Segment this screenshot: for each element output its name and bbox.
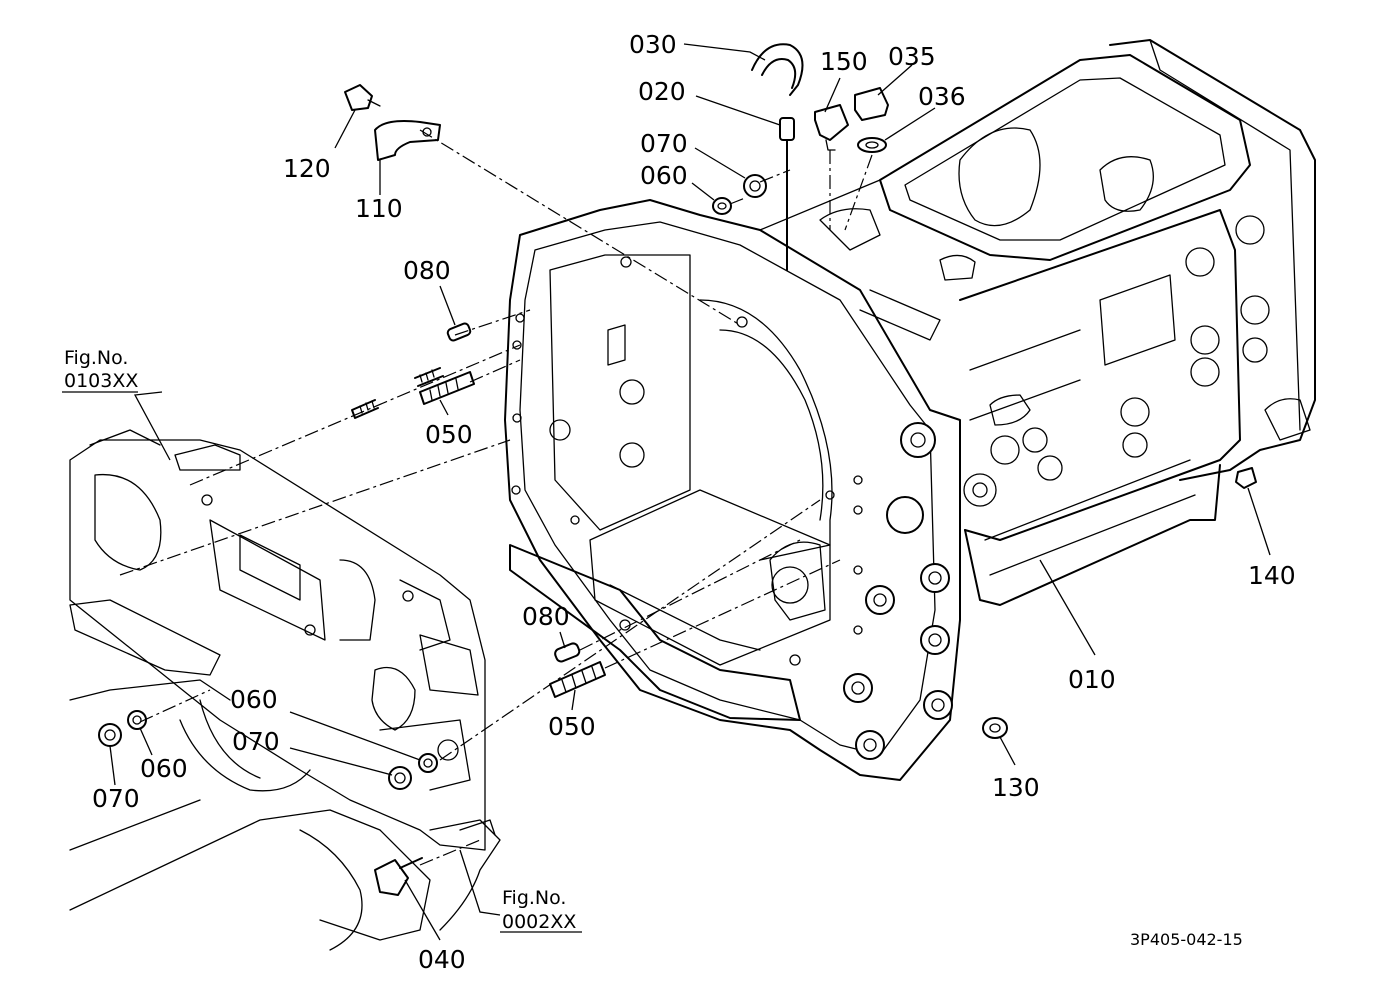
part-labels: 030 020 150 035 036 070 060 120 110 080 … <box>64 30 1296 974</box>
washer-060-left <box>127 710 147 730</box>
label-080-lower: 080 <box>522 602 570 631</box>
label-060-top: 060 <box>640 161 688 190</box>
hose-030 <box>751 43 804 96</box>
label-070-top: 070 <box>640 129 688 158</box>
label-140: 140 <box>1248 561 1296 590</box>
fig-ref-front-title: Fig.No. <box>64 347 128 369</box>
clamp-110 <box>374 120 441 161</box>
label-010: 010 <box>1068 665 1116 694</box>
label-120: 120 <box>283 154 331 183</box>
bolt-120 <box>344 84 373 111</box>
assembly-lines <box>119 129 873 866</box>
drawing-code: 3P405-042-15 <box>1130 930 1243 949</box>
label-050-upper: 050 <box>425 420 473 449</box>
label-060-left: 060 <box>140 754 188 783</box>
label-070-left: 070 <box>92 784 140 813</box>
label-035: 035 <box>888 42 936 71</box>
stud-050-upper-a <box>351 367 444 419</box>
bolt-040 <box>374 859 409 896</box>
nut-070-top <box>743 174 767 198</box>
label-060-right: 060 <box>230 685 278 714</box>
label-050-lower: 050 <box>548 712 596 741</box>
stud-050-lower <box>549 661 606 698</box>
label-040: 040 <box>418 945 466 974</box>
label-130: 130 <box>992 773 1040 802</box>
pin-080-lower <box>554 642 581 663</box>
fig-ref-front-code: 0103XX <box>64 370 138 392</box>
label-030: 030 <box>629 30 677 59</box>
nut-070-left <box>98 723 122 747</box>
label-080-upper: 080 <box>403 256 451 285</box>
leader-lines <box>62 43 1271 941</box>
label-020: 020 <box>638 77 686 106</box>
label-150: 150 <box>820 47 868 76</box>
fitting-020 <box>779 117 795 271</box>
nut-070-right <box>388 766 412 790</box>
transmission-case-010 <box>504 39 1316 781</box>
elbow-150 <box>814 104 849 141</box>
label-110: 110 <box>355 194 403 223</box>
plug-035 <box>854 87 889 121</box>
washer-036 <box>857 137 887 153</box>
pin-080-upper <box>446 322 472 342</box>
clutch-housing-ref <box>69 429 501 951</box>
plug-140 <box>1235 467 1257 489</box>
label-070-right: 070 <box>232 727 280 756</box>
fig-ref-bottom-code: 0002XX <box>502 911 576 933</box>
washer-060-top <box>712 197 732 215</box>
washer-060-right <box>418 753 438 773</box>
label-036: 036 <box>918 82 966 111</box>
stud-050-upper-b <box>419 371 475 405</box>
fig-ref-bottom-title: Fig.No. <box>502 887 566 909</box>
plug-130 <box>982 717 1008 739</box>
